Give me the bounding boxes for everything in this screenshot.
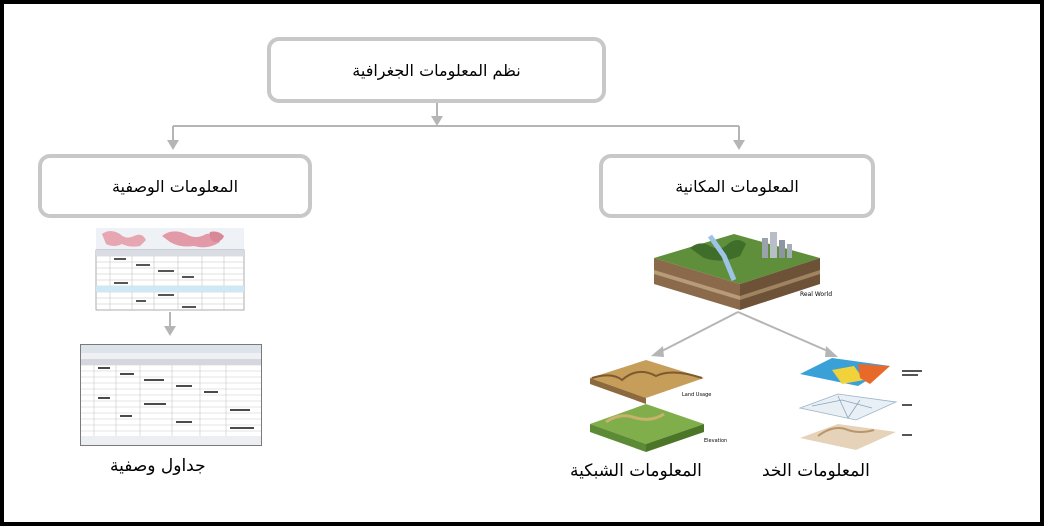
arrow-left	[167, 140, 179, 150]
raster-line	[659, 311, 739, 353]
arrow-left-sub	[164, 326, 176, 336]
root-node-label: نظم المعلومات الجغرافية	[352, 60, 521, 80]
vector-line	[737, 311, 831, 353]
raster-layers-image: Land Usage Elevation	[590, 360, 727, 452]
vector-layers-image	[798, 358, 922, 450]
arrow-raster	[651, 346, 664, 357]
real-world-caption: Real World	[800, 291, 832, 298]
elevation-caption: Elevation	[704, 438, 727, 444]
real-world-image: Real World	[654, 232, 832, 310]
vector-info-label: المعلومات الخد	[762, 461, 870, 481]
map-with-table-image	[92, 226, 248, 312]
root-node: نظم المعلومات الجغرافية	[267, 37, 606, 103]
attribute-table-image	[80, 344, 262, 446]
descriptive-tables-label: جداول وصفية	[110, 456, 206, 476]
raster-info-label: المعلومات الشبكية	[570, 461, 702, 481]
arrow-vector	[825, 346, 838, 357]
arrow-right	[733, 140, 745, 150]
descriptive-info-label: المعلومات الوصفية	[111, 176, 239, 196]
spatial-info-label: المعلومات المكانية	[675, 176, 799, 196]
descriptive-info-node: المعلومات الوصفية	[38, 154, 312, 218]
spatial-info-node: المعلومات المكانية	[599, 154, 875, 218]
land-usage-caption: Land Usage	[682, 392, 711, 398]
arrow-root	[431, 116, 443, 126]
